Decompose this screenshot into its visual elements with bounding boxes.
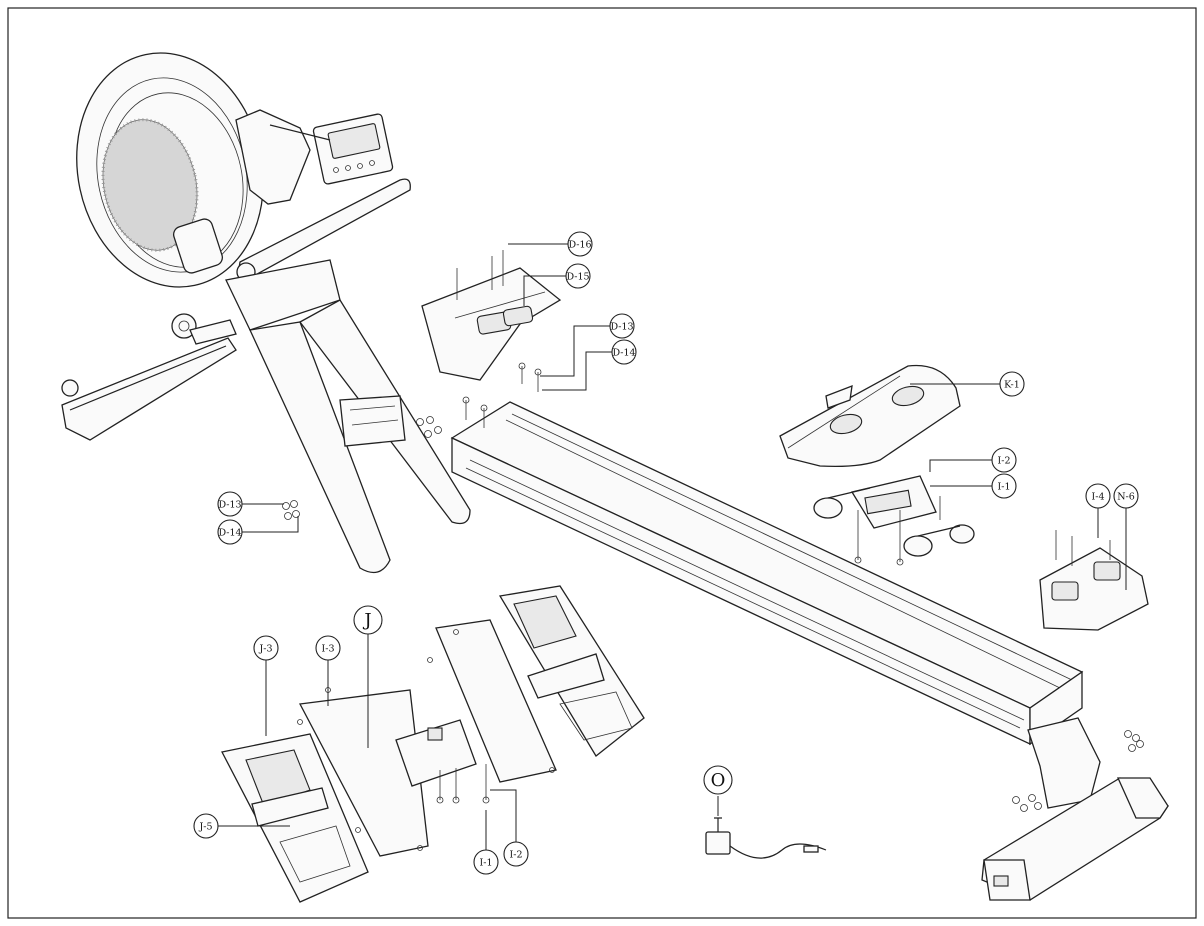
callout-i4: I-4 — [1085, 483, 1111, 538]
rear-stand — [981, 717, 1169, 901]
callout-k1: K-1 — [910, 371, 1025, 397]
callout-i1-bottom-text: I-1 — [479, 858, 492, 869]
callout-k1-text: K-1 — [1004, 380, 1020, 391]
rear-end-cap — [1039, 530, 1149, 631]
callout-d14-top: D-14 — [542, 339, 637, 391]
callout-j3-text: J-3 — [258, 644, 272, 655]
callout-j5-text: J-5 — [198, 822, 212, 833]
callout-i1-top-text: I-1 — [997, 482, 1010, 493]
front-end-cap — [421, 250, 562, 381]
front-stand — [225, 259, 471, 574]
callout-j-text: J — [362, 610, 371, 631]
callout-d16-text: D-16 — [568, 240, 591, 251]
footplate-bracket — [395, 719, 490, 804]
footrest-left — [221, 733, 369, 903]
callout-d13-top: D-13 — [540, 313, 635, 377]
callout-i4-text: I-4 — [1091, 492, 1104, 503]
callout-j3: J-3 — [253, 635, 279, 736]
power-adapter — [705, 817, 827, 859]
callout-i2-bottom-text: I-2 — [509, 850, 522, 861]
diagram-border — [7, 7, 1197, 919]
callout-d13-left-text: D-13 — [218, 500, 241, 511]
callout-d16: D-16 — [508, 231, 593, 257]
rear-stand-bolts — [1012, 730, 1144, 812]
console-arm — [235, 109, 331, 205]
callout-o-text: O — [711, 770, 726, 791]
monitor-console — [312, 113, 394, 185]
footrest-right — [498, 585, 645, 757]
seat-carriage — [813, 475, 975, 566]
callout-d14-left-text: D-14 — [218, 528, 241, 539]
footplate-right — [427, 619, 557, 783]
callout-d14-left: D-14 — [217, 516, 299, 545]
callout-i2-top-text: I-2 — [997, 456, 1010, 467]
callout-d15-text: D-15 — [566, 272, 589, 283]
callout-i1-bottom: I-1 — [473, 810, 499, 875]
callout-i3: I-3 — [315, 635, 341, 706]
callout-d13-left: D-13 — [217, 491, 284, 517]
callout-o: O — [703, 765, 733, 816]
callout-i3-text: I-3 — [321, 644, 334, 655]
callout-n6: N-6 — [1113, 483, 1139, 590]
fan-grille — [101, 118, 199, 252]
callout-j5: J-5 — [193, 813, 290, 839]
callout-d15: D-15 — [523, 263, 591, 306]
front-stand-bolts — [282, 416, 442, 520]
flywheel-housing — [76, 52, 264, 288]
callout-i1-top: I-1 — [930, 473, 1017, 499]
front-stabilizer — [61, 313, 237, 441]
callout-n6-text: N-6 — [1117, 492, 1135, 503]
callout-d14-top-text: D-14 — [612, 348, 635, 359]
rail-top-screws — [462, 362, 542, 428]
callout-i2-bottom: I-2 — [490, 789, 529, 867]
seat — [779, 364, 961, 468]
callout-d13-top-text: D-13 — [610, 322, 633, 333]
callout-j: J — [353, 605, 383, 748]
callout-i2-top: I-2 — [929, 447, 1017, 473]
